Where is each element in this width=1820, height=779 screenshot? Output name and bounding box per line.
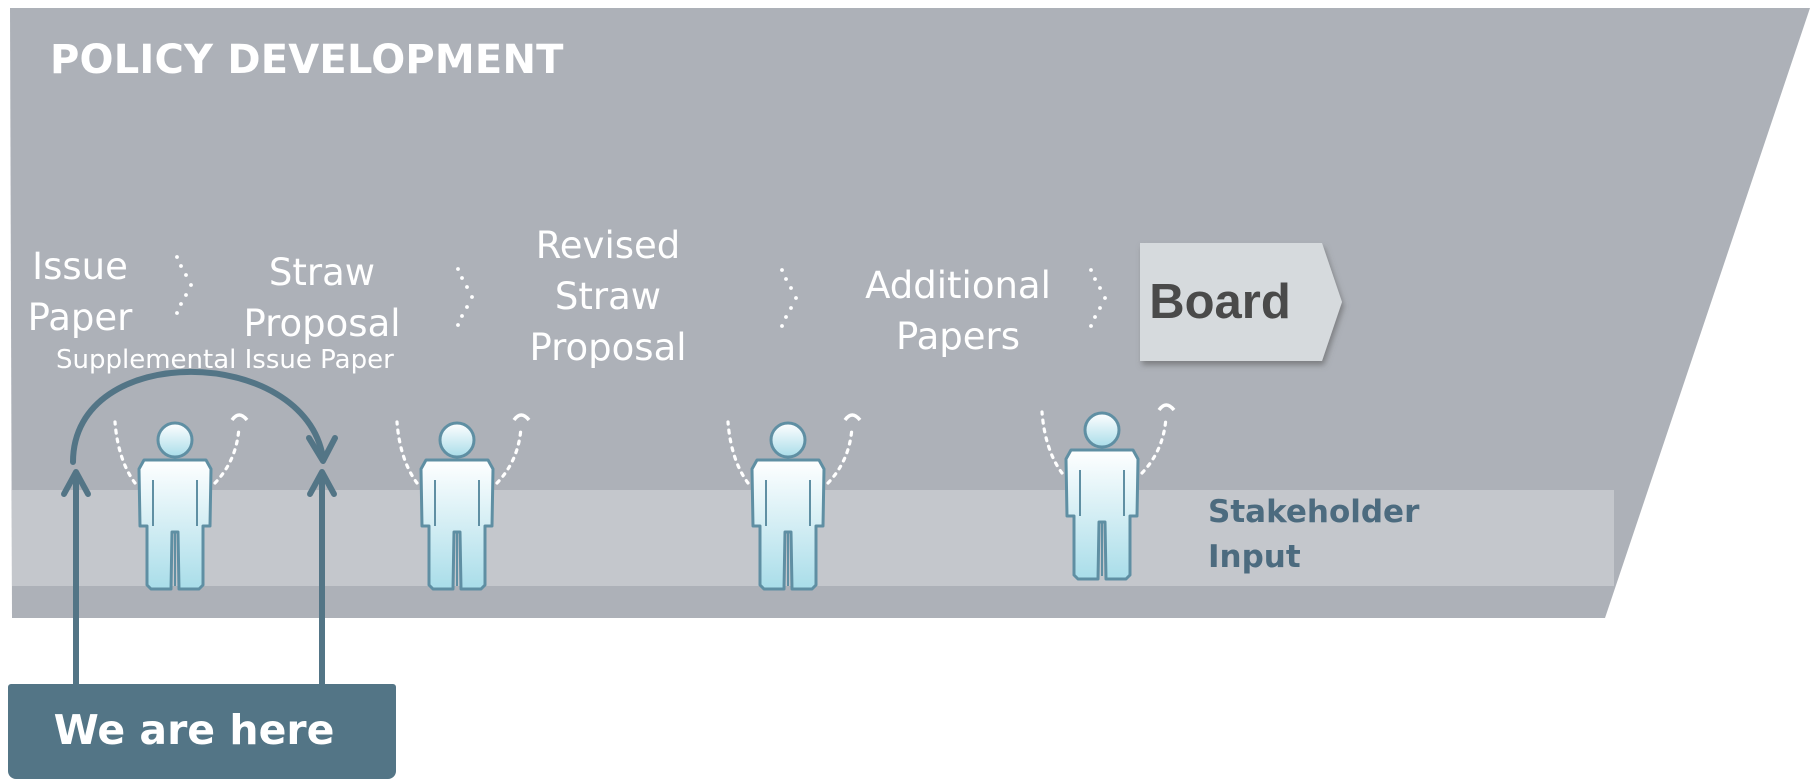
supplemental-issue-paper-label: Supplemental Issue Paper [56,345,394,375]
board-shape [1140,243,1342,361]
page-title: POLICY DEVELOPMENT [50,37,564,83]
board-label: Board [1149,275,1291,329]
step-additional-papers-line-1: Additional [865,264,1051,307]
step-issue-paper-line-2: Paper [27,296,133,339]
step-additional-papers-line-2: Papers [895,315,1021,358]
step-straw-proposal: Straw Proposal [232,247,412,349]
up-arrowhead-left [61,469,91,497]
arch-arrow-icon [70,368,326,465]
step-revised-straw-proposal-line-1: Revised [535,224,681,267]
step-issue-paper-line-1: Issue [32,245,128,288]
step-revised-straw-proposal-line-2: Straw [554,275,662,318]
we-are-here-label: We are here [53,706,335,754]
step-issue-paper: Issue Paper [20,241,140,343]
up-arrowhead-right [307,469,337,497]
step-revised-straw-proposal: Revised Straw Proposal [518,220,698,373]
stakeholder-input-label: Stakeholder Input [1208,490,1419,580]
stakeholder-input-line-1: Stakeholder [1208,494,1420,530]
we-are-here-box [8,684,396,779]
step-straw-proposal-line-2: Proposal [243,302,401,345]
stakeholder-input-line-2: Input [1208,539,1301,575]
step-additional-papers: Additional Papers [858,260,1058,362]
step-revised-straw-proposal-line-3: Proposal [529,326,687,369]
step-straw-proposal-line-1: Straw [268,251,376,294]
arch-arrowhead [306,435,338,464]
